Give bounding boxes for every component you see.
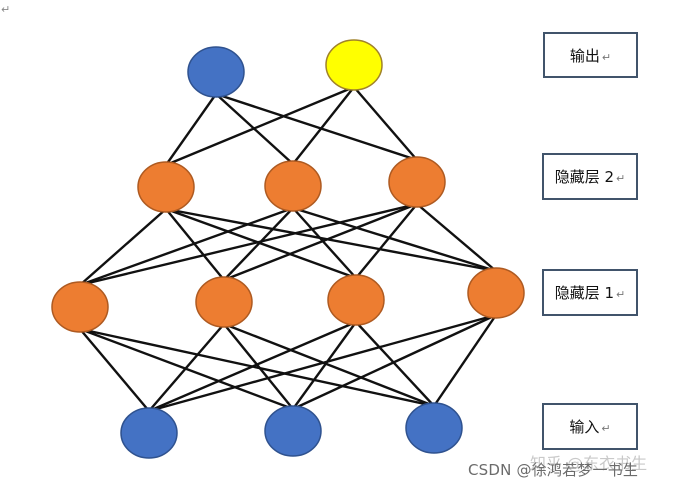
hidden1-node xyxy=(51,281,109,333)
connection-line xyxy=(292,313,497,411)
connection-line xyxy=(165,93,217,166)
input-node xyxy=(405,402,463,454)
hidden1-node xyxy=(195,276,253,328)
layer-label-input: 输入↵ xyxy=(542,403,638,450)
connection-line xyxy=(148,320,357,413)
hidden1-node xyxy=(327,274,385,326)
connection-line xyxy=(165,207,497,273)
neuron-nodes xyxy=(51,39,525,459)
paragraph-mark: ↵ xyxy=(1,3,11,16)
layer-label-text: 输出 xyxy=(569,46,600,65)
paragraph-mark: ↵ xyxy=(601,422,611,435)
paragraph-mark: ↵ xyxy=(601,50,612,64)
connection-line xyxy=(353,86,418,161)
connection-line xyxy=(416,203,497,272)
connection-line xyxy=(79,328,150,412)
connection-line xyxy=(355,203,418,279)
layer-label-text: 隐藏层 1 xyxy=(554,284,615,302)
connection-line xyxy=(433,314,497,407)
connection-line xyxy=(292,206,497,273)
hidden2-node xyxy=(137,161,195,213)
paragraph-mark: ↵ xyxy=(616,288,626,301)
connection-line xyxy=(223,322,435,408)
hidden1-node xyxy=(467,267,525,319)
connection-line xyxy=(223,323,294,410)
hidden2-node xyxy=(264,160,322,212)
input-node xyxy=(120,407,178,459)
connection-line xyxy=(355,321,435,407)
connection-line xyxy=(165,85,355,167)
layer-label-output: 输出↵ xyxy=(543,32,638,78)
connection-line xyxy=(292,321,357,410)
connection-line xyxy=(79,206,294,287)
connection-line xyxy=(165,207,357,280)
output-node xyxy=(325,39,383,91)
watermark: CSDN @徐鸿若梦一书生 xyxy=(468,461,639,479)
watermark-ghost: 知乎 @东衣书生 xyxy=(530,454,648,473)
layer-label-hidden-2: 隐藏层 2↵ xyxy=(542,153,638,200)
layer-label-text: 隐藏层 2 xyxy=(554,168,615,186)
connection-line xyxy=(148,323,225,412)
connection-line xyxy=(215,92,418,162)
connection-line xyxy=(292,207,357,279)
connection-line xyxy=(79,208,167,286)
connection-line xyxy=(148,313,497,413)
connection-line xyxy=(223,202,418,282)
connection-line xyxy=(79,202,418,287)
connection-line xyxy=(79,327,435,408)
paragraph-mark: ↵ xyxy=(616,172,626,185)
layer-label-text: 输入 xyxy=(569,418,600,436)
connection-line xyxy=(223,207,294,281)
input-node xyxy=(264,405,322,457)
hidden2-node xyxy=(388,156,446,208)
connection-line xyxy=(292,86,355,165)
connection-lines xyxy=(79,85,497,413)
output-node xyxy=(187,46,245,98)
layer-label-hidden-1: 隐藏层 1↵ xyxy=(542,269,638,316)
